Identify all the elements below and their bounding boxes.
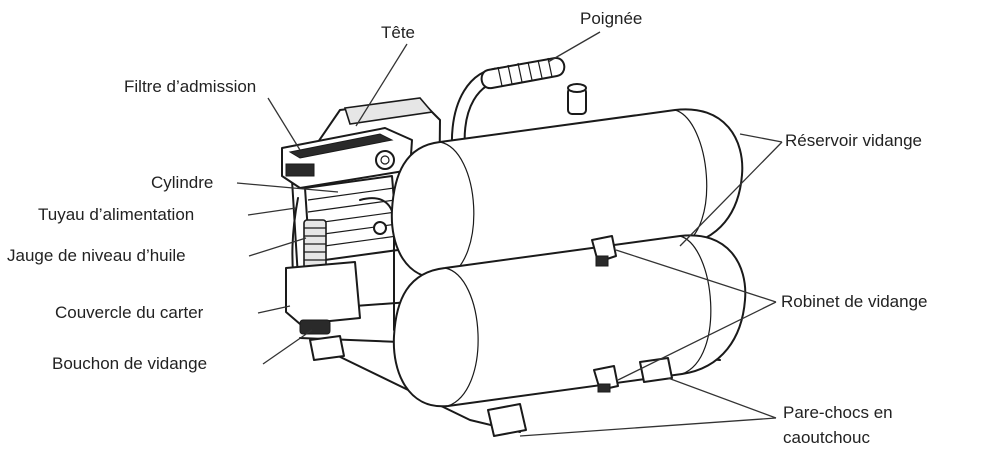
label-tuyau-alimentation: Tuyau d’alimentation [38, 205, 195, 224]
label-reservoir-vidange: Réservoir vidange [785, 131, 923, 150]
leader-lines [236, 31, 783, 437]
label-tete: Tête [381, 23, 416, 42]
label-cylindre: Cylindre [151, 173, 214, 192]
label-pare-chocs-line2: caoutchouc [783, 428, 870, 447]
label-filtre-admission: Filtre d’admission [124, 77, 257, 96]
label-poignee: Poignée [580, 9, 643, 28]
dipstick-spring [303, 219, 327, 269]
label-couvercle-carter: Couvercle du carter [55, 303, 204, 322]
top-fitting [567, 83, 587, 115]
drain-valve-lower [593, 365, 619, 393]
drain-valve-upper [591, 235, 617, 267]
handle [450, 57, 566, 151]
label-pare-chocs-line1: Pare-chocs en [783, 403, 893, 422]
label-bouchon-vidange: Bouchon de vidange [52, 354, 208, 373]
rubber-feet [309, 335, 673, 437]
label-robinet-vidange: Robinet de vidange [781, 292, 928, 311]
label-jauge-huile: Jauge de niveau d’huile [7, 246, 186, 265]
